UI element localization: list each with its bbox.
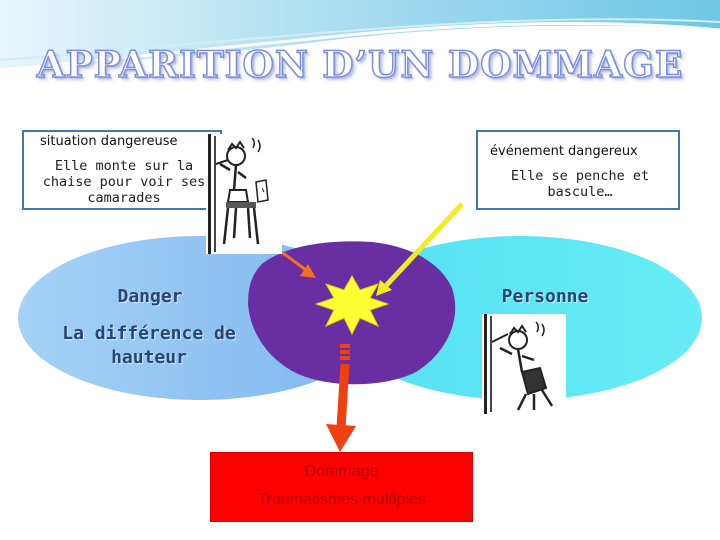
girl-falling-illustration bbox=[482, 314, 566, 414]
danger-detail: La différence de hauteur bbox=[54, 322, 244, 370]
person-label: Personne bbox=[501, 286, 589, 307]
situation-line: Elle monte sur la bbox=[54, 158, 194, 174]
event-line: bascule… bbox=[547, 184, 613, 200]
impact-star-icon bbox=[314, 274, 390, 336]
damage-arrow bbox=[326, 344, 356, 452]
situation-line: chaise pour voir ses bbox=[42, 174, 206, 190]
situation-heading: situation dangereuse bbox=[40, 134, 178, 149]
situation-line: camarades bbox=[87, 190, 161, 206]
damage-box: Dommage Traumatismes multiples bbox=[210, 452, 473, 522]
danger-detail-line: La différence de bbox=[62, 323, 236, 344]
event-line: Elle se penche et bbox=[510, 168, 650, 184]
page-title: APPARITION D’UN DOMMAGE bbox=[36, 43, 684, 87]
damage-detail: Traumatismes multiples bbox=[257, 491, 426, 508]
situation-text: Elle monte sur la chaise pour voir ses c… bbox=[26, 158, 222, 206]
situation-box: situation dangereuse Elle monte sur la c… bbox=[22, 130, 222, 210]
event-heading: événement dangereux bbox=[490, 144, 638, 159]
danger-detail-line: hauteur bbox=[111, 347, 187, 368]
girl-on-chair-illustration bbox=[206, 134, 282, 254]
event-text: Elle se penche et bascule… bbox=[484, 168, 676, 200]
danger-label: Danger bbox=[117, 286, 183, 307]
header-wave bbox=[0, 0, 720, 72]
event-box: événement dangereux Elle se penche et ba… bbox=[476, 130, 680, 210]
damage-title: Dommage bbox=[304, 463, 379, 480]
event-arrow bbox=[376, 202, 464, 296]
